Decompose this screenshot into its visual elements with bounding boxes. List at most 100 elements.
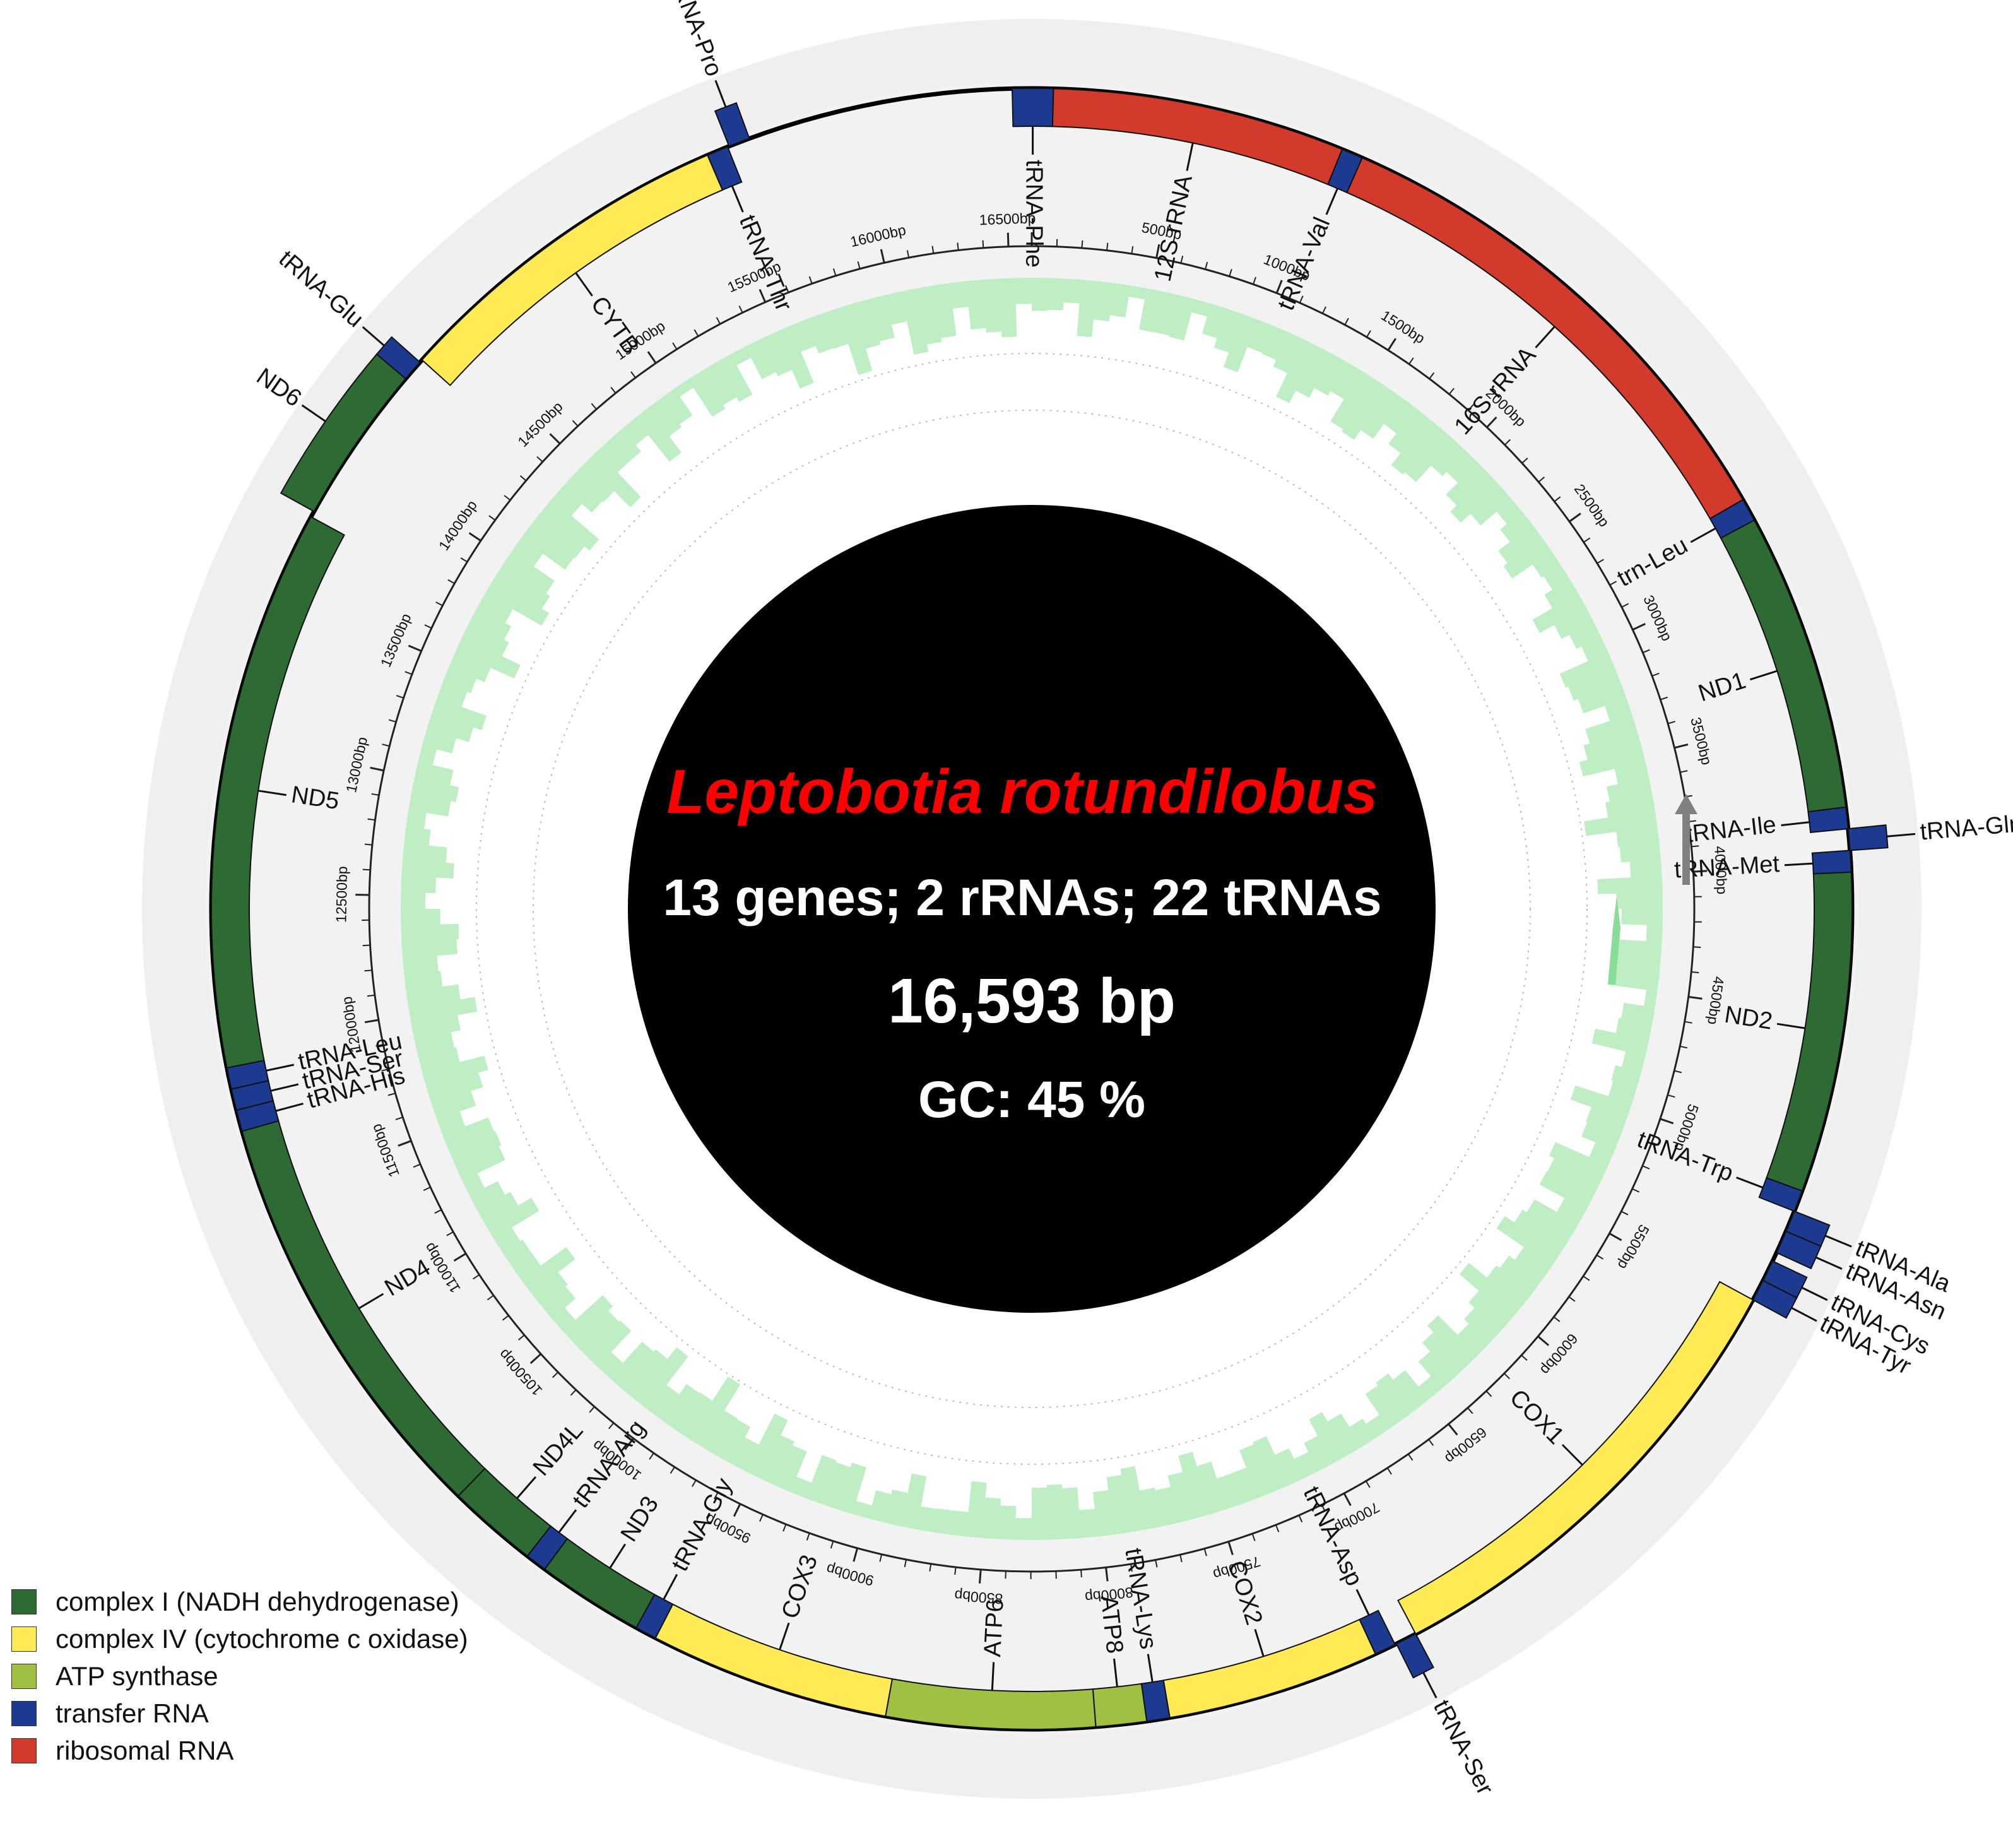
feature-trna-ile	[1807, 806, 1849, 833]
scale-tick	[1632, 623, 1646, 631]
gene-label-leader	[1791, 1306, 1817, 1322]
gene-label-leader	[1186, 143, 1194, 171]
legend-swatch	[11, 1663, 37, 1689]
scale-tick	[1365, 1481, 1371, 1488]
gene-label-leader	[1781, 821, 1810, 827]
scale-tick	[1180, 256, 1184, 264]
scale-tick	[1667, 1094, 1675, 1098]
scale-tick	[388, 719, 396, 723]
scale-tick	[1468, 404, 1474, 411]
legend-swatch	[11, 1700, 37, 1726]
scale-tick	[370, 766, 384, 772]
scale-label: 12500bp	[333, 866, 350, 923]
scale-tick	[982, 240, 984, 248]
scale-tick	[1643, 649, 1650, 654]
scale-tick	[1448, 1423, 1458, 1436]
scale-tick	[1321, 1504, 1326, 1512]
scale-tick	[649, 1452, 654, 1460]
scale-tick	[488, 515, 496, 521]
gene-label-leader	[1535, 326, 1556, 348]
scale-tick	[880, 249, 885, 263]
scale-tick	[957, 242, 959, 251]
gene-label-leader	[1147, 1654, 1154, 1683]
feature-trna-glu	[375, 336, 421, 380]
scale-tick	[733, 1503, 741, 1517]
gene-label-leader	[1749, 670, 1778, 681]
scale-tick	[364, 843, 373, 846]
scale-tick	[413, 1163, 421, 1168]
gene-summary: 13 genes; 2 rRNAs; 22 tRNAs	[663, 869, 1381, 927]
scale-tick	[1299, 295, 1304, 304]
scale-tick	[1609, 1232, 1622, 1241]
scale-tick	[1428, 1439, 1434, 1446]
scale-tick	[1667, 721, 1675, 725]
scale-tick	[382, 743, 390, 747]
scale-tick	[1251, 1533, 1256, 1541]
scale-tick	[672, 342, 678, 350]
scale-tick	[1386, 1467, 1392, 1475]
gene-label-leader	[270, 1083, 299, 1092]
scale-tick	[1179, 1555, 1183, 1563]
scale-tick	[1538, 477, 1545, 483]
scale-tick	[395, 1116, 403, 1120]
scale-tick	[713, 1492, 719, 1500]
gc-reference-line	[476, 353, 1588, 1465]
scale-tick	[1674, 1070, 1682, 1074]
gene-label-leader	[275, 1103, 304, 1112]
scale-tick	[832, 268, 837, 276]
legend-swatch	[11, 1589, 37, 1614]
scale-tick	[808, 276, 813, 284]
scale-tick	[1693, 870, 1708, 873]
feature-trna-pro	[714, 102, 750, 147]
gene-features	[211, 88, 1889, 1730]
gene-label-leader	[663, 1573, 678, 1600]
scale-tick	[375, 1044, 384, 1047]
scale-tick	[806, 1532, 810, 1541]
gene-label-leader	[779, 1622, 790, 1650]
gene-label-trna-glu: tRNA-Glu	[274, 246, 369, 333]
scale-tick	[371, 793, 379, 796]
scale-tick	[502, 1315, 509, 1321]
scale-tick	[435, 601, 443, 607]
scale-tick	[1674, 743, 1689, 749]
scale-tick	[1298, 1515, 1303, 1523]
gene-label-leader	[1325, 188, 1338, 215]
gene-label-leader	[714, 80, 727, 107]
scale-tick	[1105, 1567, 1109, 1582]
gene-label-leader	[358, 1293, 384, 1310]
scale-tick	[1620, 1211, 1629, 1216]
gene-label-leader	[1561, 1443, 1583, 1466]
scale-tick	[1130, 1564, 1133, 1572]
scale-tick	[931, 246, 935, 254]
gene-label-leader	[609, 1543, 627, 1569]
feature-trna-met	[1811, 850, 1852, 875]
legend-item-complex-i: complex I (NADH dehydrogenase)	[11, 1583, 468, 1620]
gene-label-leader	[1824, 1235, 1852, 1248]
gene-label-leader	[991, 1662, 995, 1691]
scale-tick	[453, 1252, 466, 1262]
scale-tick	[468, 532, 481, 542]
scale-tick	[1387, 338, 1396, 351]
scale-tick	[759, 1514, 764, 1522]
scale-tick	[1642, 1165, 1650, 1170]
legend-label: transfer RNA	[56, 1698, 209, 1728]
scale-tick	[1005, 1571, 1007, 1579]
scale-tick	[1568, 1296, 1576, 1302]
legend-item-ribosomal-rna: ribosomal RNA	[11, 1732, 468, 1769]
scale-tick	[408, 644, 422, 652]
scale-tick	[759, 288, 767, 303]
scale-tick	[979, 1569, 982, 1584]
gene-label-leader	[301, 404, 326, 422]
gene-label-leader	[257, 790, 286, 797]
gene-label-leader	[266, 1063, 295, 1072]
scale-tick	[1155, 244, 1160, 259]
scale-tick	[1651, 672, 1660, 677]
gene-label-trna-pro: tRNA-Pro	[666, 0, 727, 80]
gene-label-trna-gln: tRNA-Gln	[1919, 810, 2013, 845]
scale-tick	[879, 1554, 883, 1562]
legend-item-transfer-rna: transfer RNA	[11, 1695, 468, 1732]
scale-tick	[447, 579, 455, 584]
feature-nd5	[211, 516, 345, 1069]
scale-tick	[630, 371, 636, 379]
gene-label-leader	[516, 1476, 537, 1499]
